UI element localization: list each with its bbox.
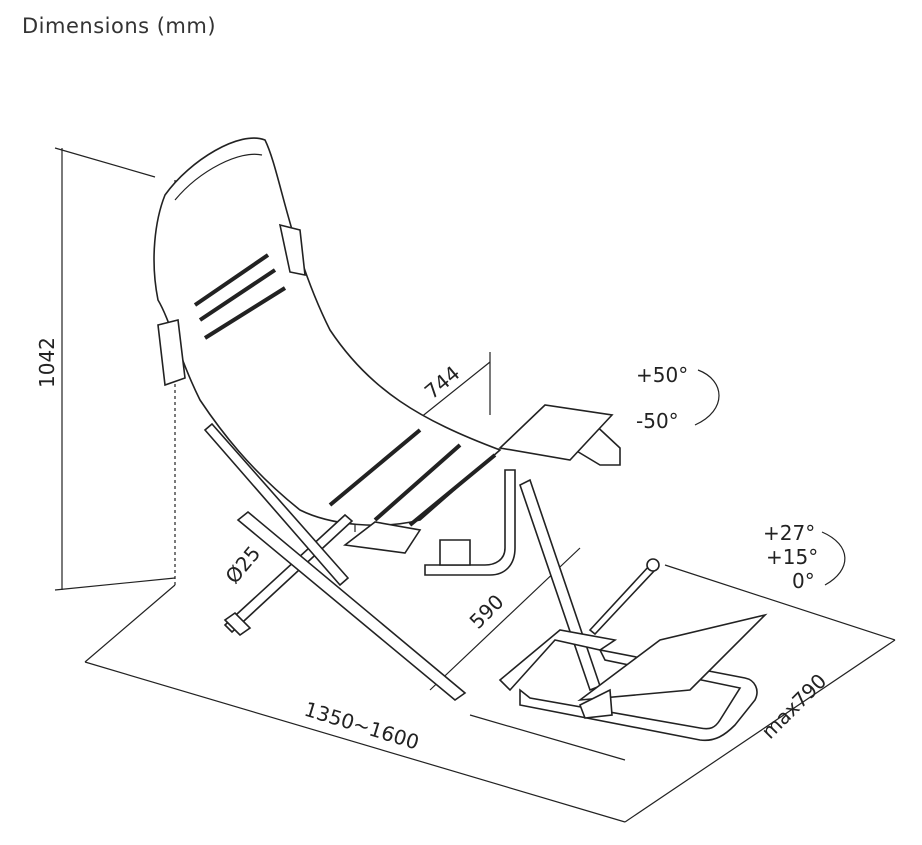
diagram-title: Dimensions (mm) <box>22 14 217 38</box>
seat-fabric <box>153 137 502 527</box>
angle-arrows <box>694 369 846 586</box>
pedal-angle-zero: 0° <box>792 569 815 593</box>
pedal-max-label: max790 <box>757 669 832 744</box>
length-label: 1350~1600 <box>302 697 422 755</box>
wheel-angle-up: +50° <box>636 363 688 387</box>
pedal-angle-high: +27° <box>763 521 815 545</box>
wheel-angle-down: -50° <box>636 409 679 433</box>
pedal-assembly <box>498 558 768 742</box>
wheel-mount-plate <box>342 404 614 554</box>
height-label: 1042 <box>35 337 59 388</box>
pedal-angle-mid: +15° <box>766 545 818 569</box>
tube-diameter-label: Ø25 <box>220 541 265 588</box>
pedal-depth-label: 590 <box>465 590 509 634</box>
seat-width-label: 744 <box>420 361 465 404</box>
